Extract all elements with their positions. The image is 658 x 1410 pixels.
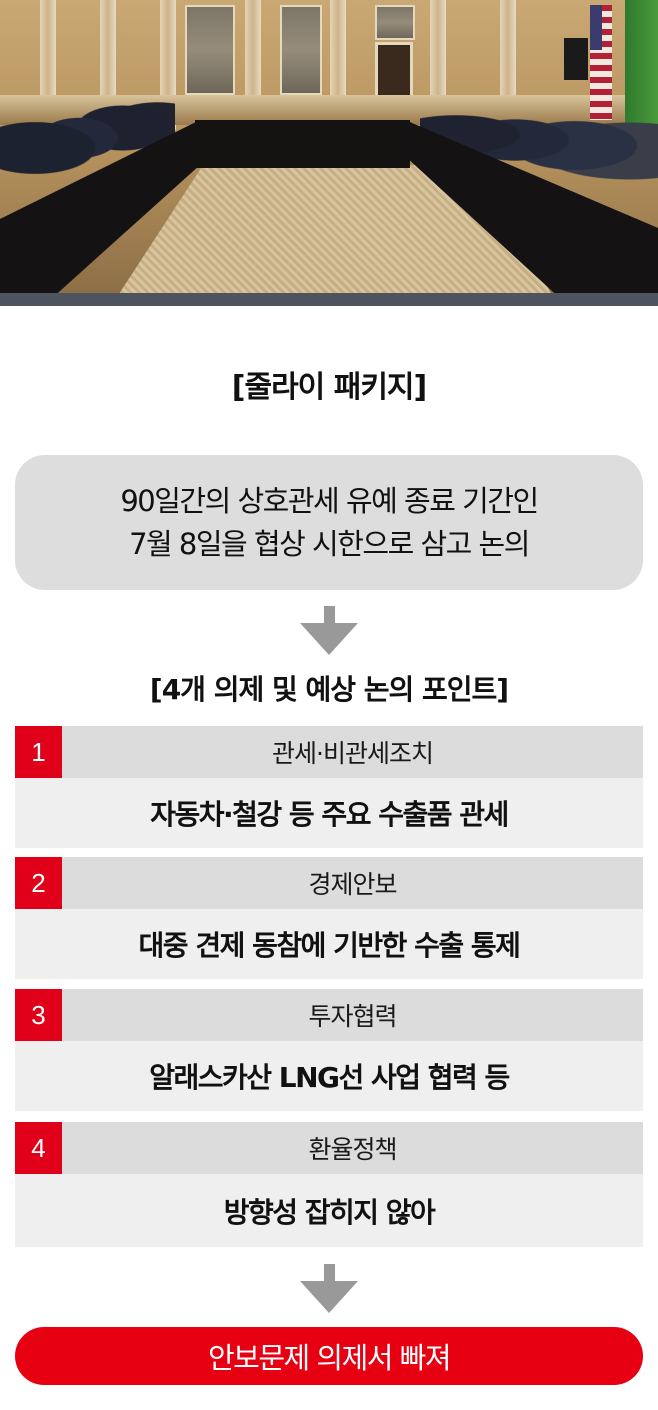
conclusion-banner: 안보문제 의제서 빠져 bbox=[15, 1327, 643, 1385]
marble-panel bbox=[375, 5, 415, 40]
agenda-number-badge: 4 bbox=[15, 1122, 62, 1174]
marble-panel bbox=[185, 5, 235, 95]
agenda-topic: 관세·비관세조치 bbox=[272, 739, 434, 768]
agenda-item-header: 2 경제안보 bbox=[15, 857, 643, 909]
page-title: [줄라이 패키지] bbox=[231, 370, 427, 405]
photo-bottom-strip bbox=[0, 293, 658, 306]
agenda-item-header: 4 환율정책 bbox=[15, 1122, 643, 1174]
agenda-number-badge: 2 bbox=[15, 857, 62, 909]
agenda-topic: 경제안보 bbox=[308, 870, 397, 899]
meeting-photo bbox=[0, 0, 658, 306]
speaker bbox=[564, 38, 588, 80]
conference-table-back bbox=[195, 120, 410, 168]
agenda-item-header: 1 관세·비관세조치 bbox=[15, 726, 643, 778]
agenda-number-badge: 3 bbox=[15, 989, 62, 1041]
agenda-item: 1 관세·비관세조치 자동차·철강 등 주요 수출품 관세 bbox=[15, 726, 643, 848]
down-arrow-icon bbox=[300, 606, 358, 656]
agenda-title: [4개 의제 및 예상 논의 포인트] bbox=[149, 673, 509, 706]
agenda-item-header: 3 투자협력 bbox=[15, 989, 643, 1041]
agenda-item: 4 환율정책 방향성 잡히지 않아 bbox=[15, 1122, 643, 1247]
summary-line-1: 90일간의 상호관세 유예 종료 기간인 bbox=[120, 483, 539, 518]
agenda-detail: 대중 견제 동참에 기반한 수출 통제 bbox=[15, 909, 643, 979]
summary-line-2: 7월 8일을 협상 시한으로 삼고 논의 bbox=[129, 526, 530, 561]
marble-panel bbox=[280, 5, 322, 95]
summary-box: 90일간의 상호관세 유예 종료 기간인 7월 8일을 협상 시한으로 삼고 논… bbox=[15, 455, 643, 590]
agenda-topic: 환율정책 bbox=[308, 1135, 397, 1164]
agenda-detail: 방향성 잡히지 않아 bbox=[15, 1174, 643, 1247]
agenda-topic: 투자협력 bbox=[308, 1002, 397, 1031]
agenda-detail: 자동차·철강 등 주요 수출품 관세 bbox=[15, 778, 643, 848]
agenda-detail: 알래스카산 LNG선 사업 협력 등 bbox=[15, 1041, 643, 1111]
agenda-item: 3 투자협력 알래스카산 LNG선 사업 협력 등 bbox=[15, 989, 643, 1111]
agenda-item: 2 경제안보 대중 견제 동참에 기반한 수출 통제 bbox=[15, 857, 643, 979]
down-arrow-icon bbox=[300, 1264, 358, 1314]
agenda-number-badge: 1 bbox=[15, 726, 62, 778]
